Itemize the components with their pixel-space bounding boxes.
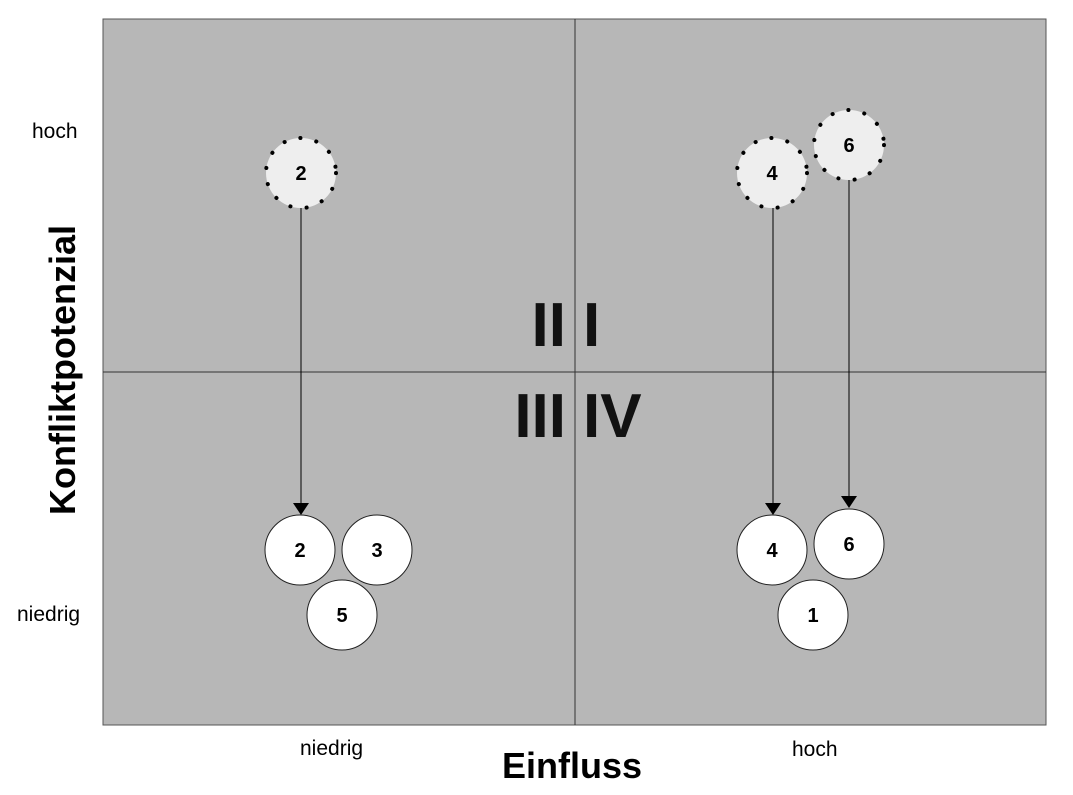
- stakeholder-5-label: 5: [336, 605, 347, 627]
- y-tick-low: niedrig: [17, 603, 81, 626]
- quadrant-label-i: I: [583, 291, 600, 360]
- quadrant-label-iv: IV: [583, 382, 642, 451]
- previous-stakeholder-4-label: 4: [766, 163, 778, 185]
- stakeholder-6-label: 6: [843, 534, 854, 556]
- previous-stakeholder-2-label: 2: [295, 163, 306, 185]
- previous-stakeholder-6-label: 6: [843, 135, 854, 157]
- previous-stakeholder-6: 6: [812, 108, 886, 182]
- previous-stakeholder-4: 4: [735, 136, 809, 210]
- y-tick-high: hoch: [32, 120, 78, 143]
- stakeholder-2: 2: [264, 514, 336, 586]
- stakeholder-2-label: 2: [294, 540, 305, 562]
- x-tick-low: niedrig: [300, 737, 364, 760]
- quadrant-label-ii: II: [532, 291, 566, 360]
- stakeholder-3: 3: [341, 514, 413, 586]
- stakeholder-1: 1: [777, 579, 849, 651]
- quadrant-label-iii: III: [514, 382, 566, 451]
- stakeholder-3-label: 3: [371, 540, 382, 562]
- stakeholder-1-label: 1: [807, 605, 818, 627]
- x-axis-title: Einfluss: [502, 745, 643, 786]
- stakeholder-4: 4: [736, 514, 808, 586]
- x-tick-high: hoch: [792, 738, 838, 761]
- stakeholder-4-label: 4: [766, 540, 778, 562]
- stakeholder-5: 5: [306, 579, 378, 651]
- previous-stakeholder-2: 2: [264, 136, 338, 210]
- stakeholder-6: 6: [813, 508, 885, 580]
